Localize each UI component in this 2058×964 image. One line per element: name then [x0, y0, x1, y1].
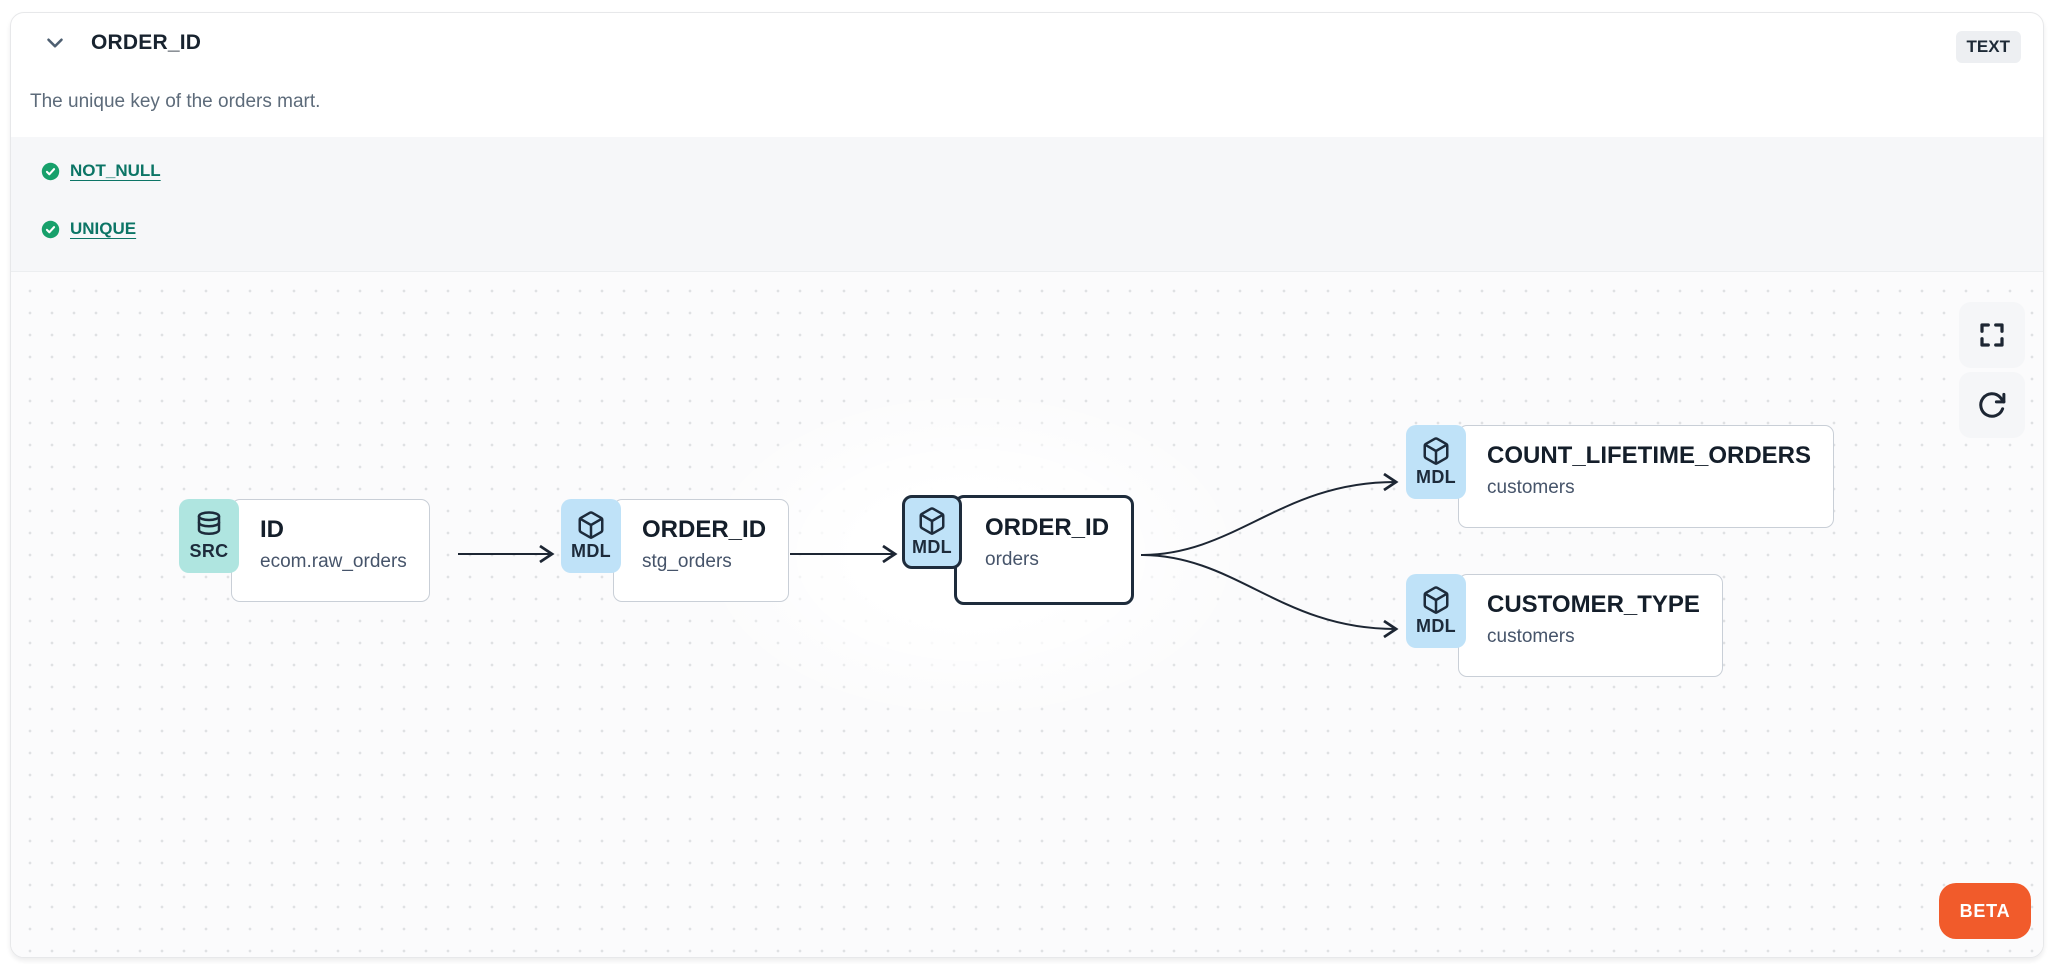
tests-section: NOT_NULL UNIQUE — [11, 137, 2043, 271]
node-type-badge-mdl: MDL — [1406, 425, 1466, 499]
node-type-badge-mdl: MDL — [1406, 574, 1466, 648]
refresh-icon — [1977, 390, 2007, 420]
node-subtitle: stg_orders — [642, 551, 732, 572]
lineage-node-order-id-stg-orders[interactable]: MDL ORDER_ID stg_orders — [561, 499, 790, 602]
beta-badge: BETA — [1939, 883, 2031, 939]
node-type-badge-mdl: MDL — [902, 495, 962, 569]
lineage-node-id-raw-orders[interactable]: SRC ID ecom.raw_orders — [179, 499, 430, 602]
node-title: COUNT_LIFETIME_ORDERS — [1487, 442, 1812, 469]
node-type-badge-src: SRC — [179, 499, 239, 573]
test-unique-link[interactable]: UNIQUE — [70, 219, 137, 238]
cube-icon — [576, 510, 606, 540]
fullscreen-icon — [1977, 320, 2007, 350]
fullscreen-button[interactable] — [1959, 302, 2025, 368]
node-subtitle: orders — [985, 549, 1039, 570]
node-card: ORDER_ID orders — [954, 495, 1135, 605]
test-not-null-link[interactable]: NOT_NULL — [70, 161, 161, 180]
test-pass-check-icon — [41, 220, 60, 239]
lineage-node-order-id-orders-selected[interactable]: MDL ORDER_ID orders — [902, 495, 1135, 605]
node-title: CUSTOMER_TYPE — [1487, 591, 1700, 618]
node-title: ORDER_ID — [642, 516, 767, 543]
node-card: ORDER_ID stg_orders — [613, 499, 790, 602]
column-description: The unique key of the orders mart. — [30, 91, 321, 112]
column-details-panel: ORDER_ID TEXT The unique key of the orde… — [10, 12, 2044, 958]
column-title: ORDER_ID — [91, 31, 202, 54]
lineage-node-customer-type[interactable]: MDL CUSTOMER_TYPE customers — [1406, 574, 1723, 677]
lineage-edges — [458, 472, 1399, 639]
header: ORDER_ID — [41, 29, 201, 57]
column-type-badge: TEXT — [1955, 31, 2021, 64]
node-card: ID ecom.raw_orders — [231, 499, 430, 602]
lineage-node-count-lifetime-orders[interactable]: MDL COUNT_LIFETIME_ORDERS customers — [1406, 425, 1835, 528]
test-pass-check-icon — [41, 162, 60, 181]
node-card: COUNT_LIFETIME_ORDERS customers — [1458, 425, 1835, 528]
refresh-button[interactable] — [1959, 372, 2025, 438]
test-row-not-null: NOT_NULL — [41, 158, 2043, 184]
node-title: ORDER_ID — [985, 514, 1110, 541]
cube-icon — [1421, 585, 1451, 615]
canvas-controls — [1959, 302, 2025, 438]
node-type-badge-mdl: MDL — [561, 499, 621, 573]
node-badge-label: MDL — [912, 537, 952, 557]
node-subtitle: customers — [1487, 477, 1575, 498]
cube-icon — [1421, 436, 1451, 466]
node-subtitle: customers — [1487, 626, 1575, 647]
database-icon — [194, 510, 224, 540]
node-card: CUSTOMER_TYPE customers — [1458, 574, 1723, 677]
test-row-unique: UNIQUE — [41, 216, 2043, 242]
node-badge-label: SRC — [189, 541, 229, 561]
node-badge-label: MDL — [1416, 467, 1456, 487]
node-title: ID — [260, 516, 284, 543]
cube-icon — [917, 506, 947, 536]
node-badge-label: MDL — [571, 541, 611, 561]
collapse-chevron-icon[interactable] — [41, 29, 69, 57]
node-badge-label: MDL — [1416, 616, 1456, 636]
node-subtitle: ecom.raw_orders — [260, 551, 407, 572]
lineage-canvas[interactable]: SRC ID ecom.raw_orders MDL ORDER_ID stg_… — [11, 271, 2043, 957]
